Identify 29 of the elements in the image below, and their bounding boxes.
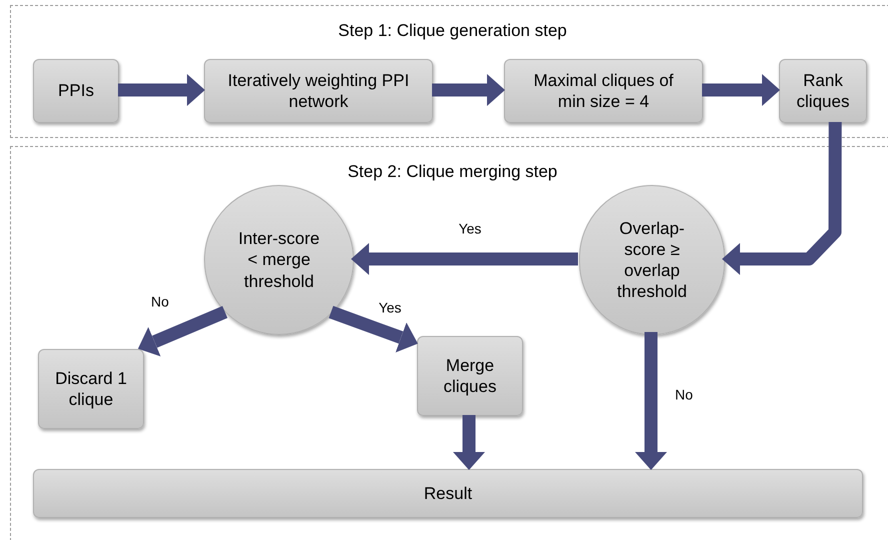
node-label: Maximal cliques of min size = 4: [532, 70, 674, 112]
block-arrow: [453, 415, 485, 470]
node-label: Step 2: Clique merging step: [348, 161, 558, 182]
process-box: [204, 59, 433, 123]
node-label: Discard 1 clique: [54, 368, 128, 410]
step-frame: [10, 146, 888, 540]
process-box: [504, 59, 703, 123]
node-label: Iteratively weighting PPI network: [226, 70, 410, 112]
node-label: Rank cliques: [796, 70, 850, 112]
node-label: Merge cliques: [442, 354, 498, 398]
node-label: PPIs: [58, 80, 94, 102]
node-label: Overlap-score ≥ overlap threshold: [616, 218, 688, 302]
node-label: Step 1: Clique generation step: [338, 20, 567, 42]
node-label: Inter-score < merge threshold: [237, 228, 321, 292]
process-box: [38, 349, 144, 429]
block-arrow: [138, 306, 228, 357]
block-arrow: [432, 74, 505, 106]
block-arrow: [328, 306, 418, 353]
process-box: [33, 59, 119, 123]
block-arrow: [351, 243, 578, 275]
process-box: [417, 336, 523, 416]
step-frame: [10, 5, 888, 138]
block-arrow: [635, 332, 667, 470]
node-label: Result: [424, 482, 472, 504]
block-arrow: [702, 74, 780, 106]
block-arrow: [118, 74, 205, 106]
block-arrow: [722, 122, 842, 275]
result-bar: [33, 469, 863, 518]
process-box: [779, 59, 867, 123]
